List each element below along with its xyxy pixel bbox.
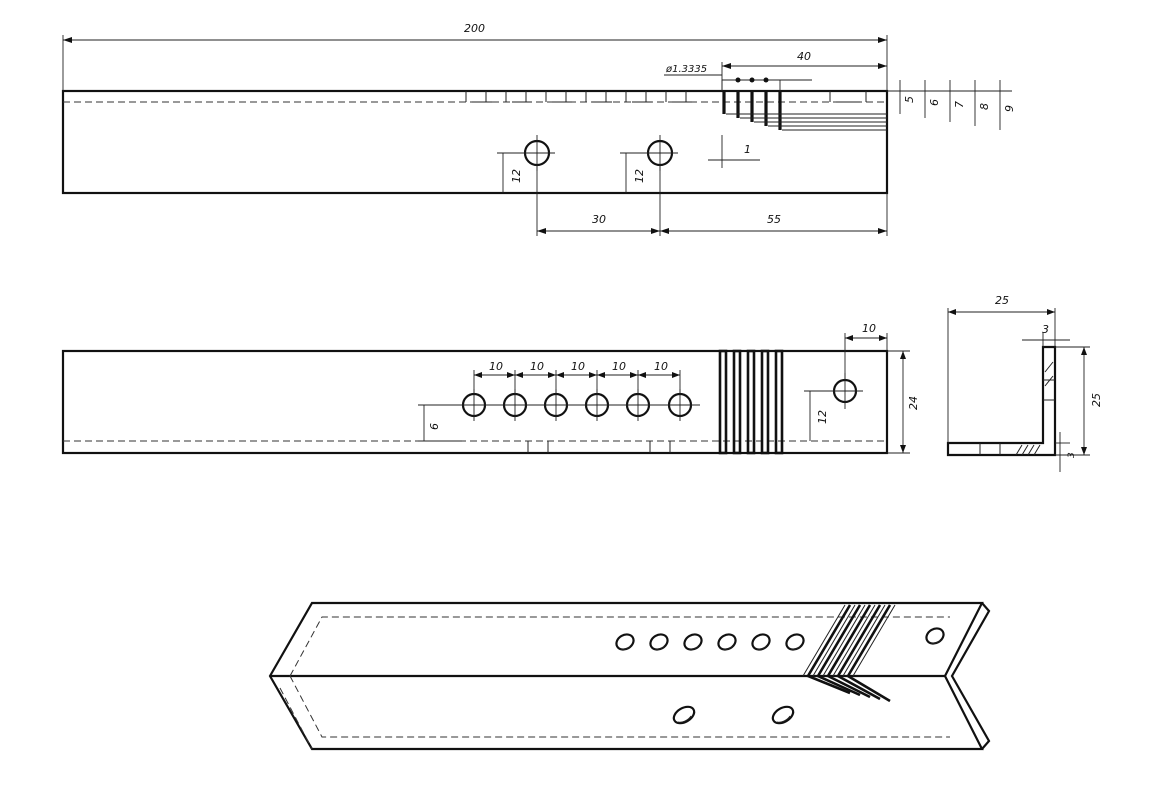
dim-slot-zone-text: 40 bbox=[797, 50, 811, 63]
top-view-hole-row bbox=[455, 389, 700, 421]
section-profile bbox=[946, 345, 1057, 457]
isometric-view bbox=[268, 601, 991, 751]
dim-side-hole-spacing bbox=[536, 165, 888, 236]
dim-top-hole-height bbox=[418, 404, 462, 442]
iso-side-holes bbox=[672, 705, 795, 725]
iso-hidden-bottom bbox=[289, 675, 950, 738]
dim-slot-depth-1: 5 bbox=[903, 96, 916, 103]
dim-slot-spacing bbox=[708, 135, 760, 168]
dim-side-hole-offset-text: 55 bbox=[767, 213, 781, 226]
dim-top-hole-spacing-1: 10 bbox=[489, 360, 503, 373]
dim-total-length bbox=[62, 35, 888, 91]
front-view-outline bbox=[61, 89, 889, 195]
dim-side-hole-height-left: 12 bbox=[510, 169, 523, 183]
iso-slots bbox=[802, 604, 896, 703]
dim-section-base-text: 3 bbox=[1067, 452, 1077, 458]
dim-slot-depth-4: 8 bbox=[978, 103, 991, 110]
slot-pitch-marks bbox=[721, 77, 812, 91]
dim-slot-zone bbox=[721, 62, 887, 91]
dim-section-height bbox=[1055, 346, 1090, 456]
top-view-outline bbox=[61, 349, 889, 455]
top-view: 10 10 10 10 10 6 10 12 bbox=[61, 322, 920, 455]
iso-hidden-left bbox=[279, 687, 313, 750]
dim-end-hole-offset-text: 10 bbox=[862, 322, 876, 335]
front-view-hidden-holes bbox=[465, 91, 867, 103]
dim-end-hole-height bbox=[804, 390, 834, 441]
dim-top-hole-spacing-2: 10 bbox=[530, 360, 544, 373]
dim-flange-height bbox=[887, 350, 910, 454]
section-view: 25 3 25 3 bbox=[946, 294, 1103, 472]
dim-top-hole-spacing-3: 10 bbox=[571, 360, 585, 373]
top-view-hidden-holes bbox=[527, 441, 671, 453]
dim-slot-diameter-text: ø1.3335 bbox=[665, 64, 707, 75]
dim-top-hole-spacing bbox=[473, 370, 681, 394]
front-view-slots bbox=[722, 91, 887, 131]
dim-side-hole-height-right: 12 bbox=[633, 169, 646, 183]
dim-flange-height-text: 24 bbox=[907, 396, 920, 410]
dim-section-thickness-text: 3 bbox=[1042, 323, 1049, 336]
dim-top-hole-spacing-5: 10 bbox=[654, 360, 668, 373]
dim-top-hole-height-text: 6 bbox=[428, 423, 441, 430]
top-view-slots bbox=[718, 349, 784, 455]
dim-slot-spacing-text: 1 bbox=[744, 143, 751, 156]
dim-slot-depth-5: 9 bbox=[1003, 105, 1016, 112]
iso-end-thickness bbox=[950, 602, 991, 750]
section-hidden-holes bbox=[979, 379, 1055, 455]
dim-slot-depths bbox=[887, 80, 1012, 130]
dim-side-hole-heights bbox=[497, 152, 648, 193]
dim-section-width-text: 25 bbox=[995, 294, 1009, 307]
dim-slot-depth-2: 6 bbox=[928, 99, 941, 106]
iso-hidden-top bbox=[289, 616, 950, 677]
dim-total-length-text: 200 bbox=[464, 22, 485, 35]
dim-slot-depth-3: 7 bbox=[953, 101, 966, 108]
dim-top-hole-spacing-4: 10 bbox=[612, 360, 626, 373]
section-hatching bbox=[1015, 361, 1054, 456]
dim-section-base bbox=[1055, 432, 1070, 472]
dim-section-thickness bbox=[1022, 333, 1070, 347]
dim-section-width bbox=[947, 308, 1056, 443]
dim-section-height-text: 25 bbox=[1090, 393, 1103, 407]
dim-side-hole-spacing-text: 30 bbox=[592, 213, 606, 226]
dim-end-hole-offset bbox=[844, 333, 888, 380]
dim-end-hole-height-text: 12 bbox=[816, 410, 829, 424]
iso-top-holes bbox=[615, 627, 945, 651]
front-view: 200 40 ø1.3335 1 5 6 7 8 9 bbox=[61, 22, 1016, 236]
